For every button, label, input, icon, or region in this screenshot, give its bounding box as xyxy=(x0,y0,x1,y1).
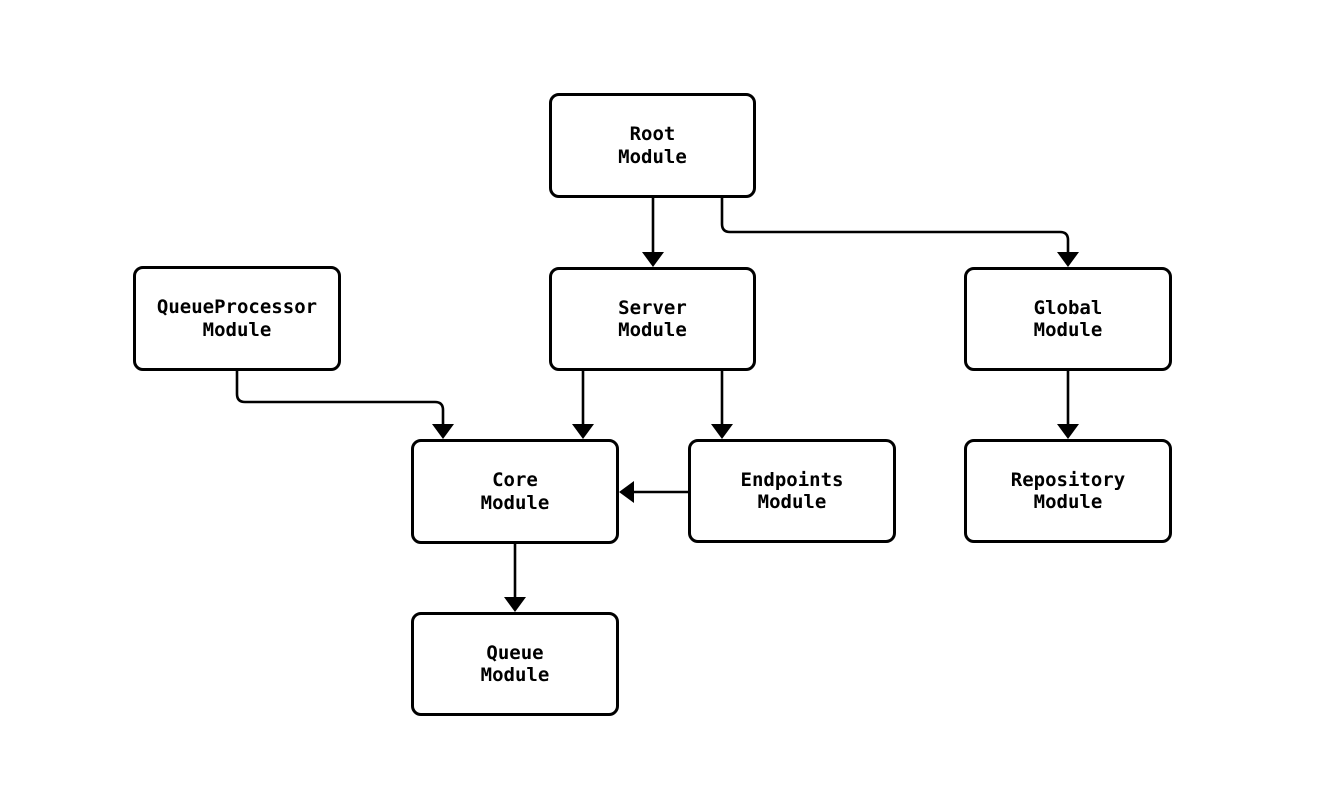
node-core-module: Core Module xyxy=(411,439,619,544)
edge-queueprocessor-to-core xyxy=(235,369,454,439)
node-endpoints-module: Endpoints Module xyxy=(688,439,896,543)
node-root-module: Root Module xyxy=(549,93,756,198)
node-repository-module: Repository Module xyxy=(964,439,1172,543)
node-global-module: Global Module xyxy=(964,267,1172,371)
edge-root-to-global xyxy=(720,196,1079,267)
node-queue-module: Queue Module xyxy=(411,612,619,716)
node-server-module: Server Module xyxy=(549,267,756,371)
node-queueprocessor-module: QueueProcessor Module xyxy=(133,266,341,371)
